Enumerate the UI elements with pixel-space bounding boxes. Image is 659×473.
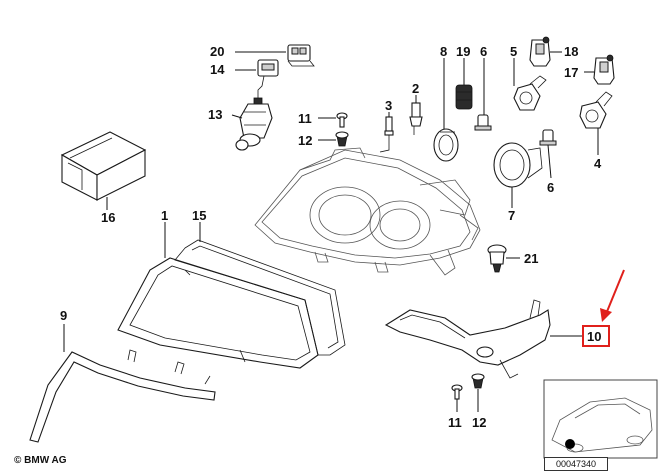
part-1-lens xyxy=(117,257,319,369)
label-18: 18 xyxy=(564,44,578,59)
label-11-bottom: 11 xyxy=(448,415,462,430)
label-4: 4 xyxy=(594,156,602,171)
label-21: 21 xyxy=(524,251,538,266)
part-7-reflector-ring xyxy=(493,142,543,188)
part-4-socket xyxy=(579,91,613,129)
label-15: 15 xyxy=(192,208,206,223)
part-17-socket xyxy=(593,54,615,85)
label-14: 14 xyxy=(210,62,225,77)
part-12-clip xyxy=(335,131,349,147)
highlight-arrow xyxy=(600,269,625,322)
document-number: 00047340 xyxy=(544,457,608,471)
label-12-top: 12 xyxy=(298,133,312,148)
label-20: 20 xyxy=(210,44,224,59)
highlight-box xyxy=(582,325,610,347)
label-11-top: 11 xyxy=(298,111,312,126)
label-2: 2 xyxy=(412,81,419,96)
copyright-text: © BMW AG xyxy=(14,455,67,466)
part-11-screw-bottom xyxy=(451,384,463,400)
label-8: 8 xyxy=(440,44,447,59)
label-1: 1 xyxy=(161,208,168,223)
label-7: 7 xyxy=(508,208,515,223)
part-13-bulb xyxy=(235,103,273,151)
label-6-bottom: 6 xyxy=(547,180,554,195)
label-16: 16 xyxy=(101,210,115,225)
label-3: 3 xyxy=(385,98,392,113)
label-5: 5 xyxy=(510,44,517,59)
part-5-socket xyxy=(513,75,547,111)
part-10-bracket xyxy=(384,299,551,379)
part-18-socket xyxy=(529,36,551,67)
headlight-housing xyxy=(254,147,481,276)
label-10: 10 xyxy=(587,329,601,344)
part-20-connector xyxy=(287,44,315,67)
part-15-gasket xyxy=(174,239,346,356)
part-19-bulb xyxy=(455,84,473,110)
label-17: 17 xyxy=(564,65,578,80)
car-inset-thumbnail xyxy=(543,379,658,459)
part-11-screw xyxy=(336,112,348,128)
label-9: 9 xyxy=(60,308,67,323)
part-3-pin xyxy=(379,116,394,153)
part-8-socket-ring xyxy=(433,128,459,162)
part-12-clip-bottom xyxy=(471,373,485,389)
part-6-bulb-bottom xyxy=(539,129,557,146)
label-13: 13 xyxy=(208,107,222,122)
part-2-screw xyxy=(409,102,423,135)
label-6-top: 6 xyxy=(480,44,487,59)
part-9-trim xyxy=(29,349,216,443)
label-19: 19 xyxy=(456,44,470,59)
part-16-box xyxy=(60,131,147,201)
part-21-clip xyxy=(487,244,507,273)
label-12-bottom: 12 xyxy=(472,415,486,430)
part-14-plug xyxy=(253,59,279,105)
part-6-bulb-top xyxy=(474,114,492,131)
